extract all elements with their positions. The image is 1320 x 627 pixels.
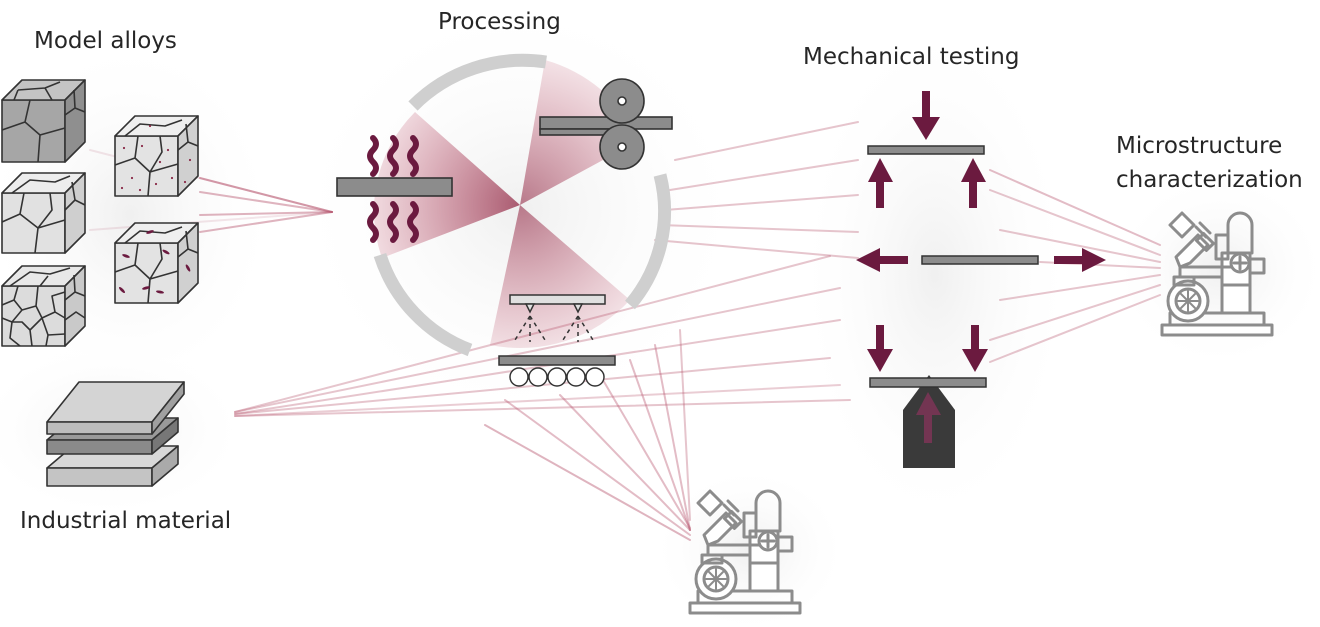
microstructure-cube-icon bbox=[1, 79, 86, 163]
mechanical-testing-group bbox=[856, 91, 1106, 468]
microstructure-cube-icon bbox=[114, 222, 199, 304]
microstructure-cube-icon bbox=[114, 115, 199, 197]
arrow-icon bbox=[912, 91, 940, 140]
heat-treatment-icon bbox=[336, 135, 453, 243]
label-industrial-material: Industrial material bbox=[20, 508, 232, 534]
specimen-bar bbox=[869, 377, 987, 388]
arrow-icon bbox=[1054, 248, 1106, 272]
arrow-icon bbox=[961, 158, 986, 208]
model-alloys-group bbox=[1, 79, 199, 347]
arrow-icon bbox=[916, 392, 941, 443]
wedge-cooling bbox=[490, 205, 630, 349]
microstructure-cube-icon bbox=[1, 172, 86, 254]
label-microstructure-line1: Microstructure bbox=[1116, 133, 1283, 159]
arrow-icon bbox=[856, 248, 908, 272]
label-mechanical-testing: Mechanical testing bbox=[803, 44, 1020, 70]
label-microstructure-line2: characterization bbox=[1116, 167, 1303, 193]
arrow-icon bbox=[962, 325, 988, 372]
microscope-icon bbox=[1160, 211, 1274, 337]
specimen-bar bbox=[867, 145, 985, 155]
arrow-icon bbox=[867, 325, 893, 372]
specimen-bar bbox=[921, 255, 1039, 265]
label-processing: Processing bbox=[438, 9, 561, 35]
microscope-icon bbox=[688, 489, 802, 615]
connection-rays bbox=[89, 121, 1161, 541]
spray-cooling-icon bbox=[498, 294, 616, 387]
microstructure-cube-icon bbox=[1, 265, 86, 347]
rolling-icon bbox=[539, 78, 673, 170]
sheet-stack-icon bbox=[46, 381, 185, 487]
arrow-icon bbox=[868, 158, 893, 208]
label-model-alloys: Model alloys bbox=[34, 28, 177, 54]
